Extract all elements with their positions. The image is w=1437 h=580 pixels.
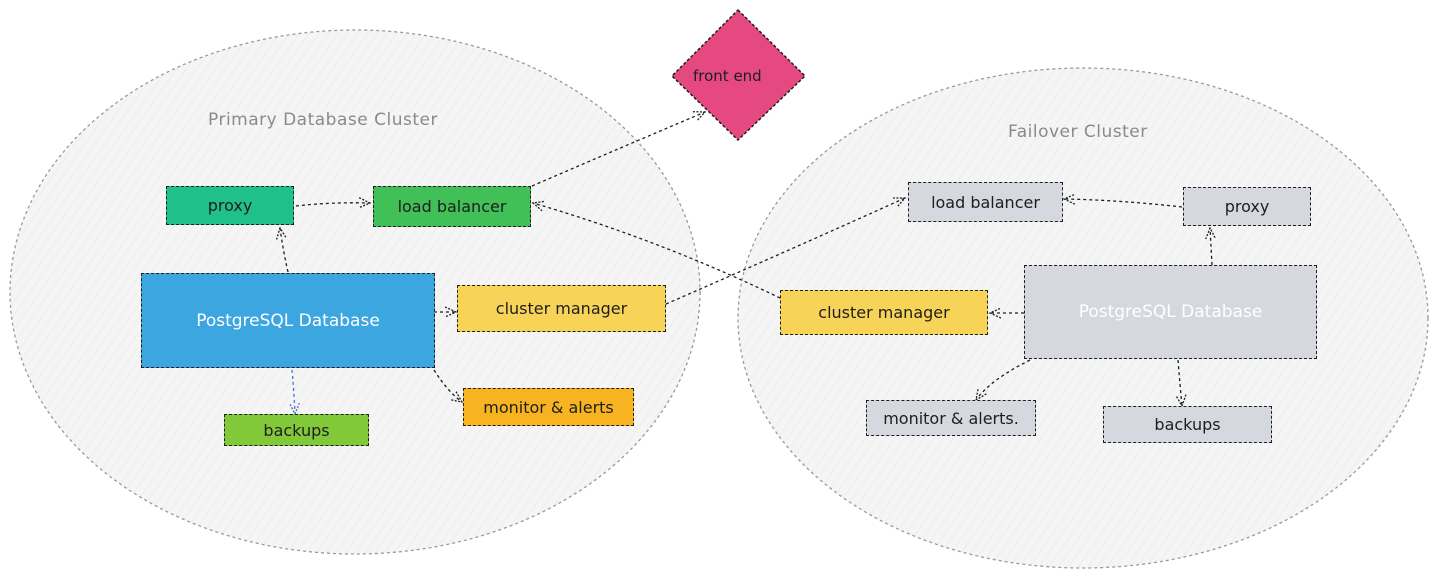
edge-failover-db-to-proxy [1210,228,1212,266]
primary-database-label: PostgreSQL Database [196,310,380,331]
failover-backups-label: backups [1154,415,1221,434]
primary-cluster-manager-box[interactable]: cluster manager [457,285,666,332]
edge-proxy-to-loadbalancer [295,203,370,206]
edge-failover-cluster-manager-to-primary-lb [533,203,781,299]
primary-backups-box[interactable]: backups [224,414,369,446]
primary-database-box[interactable]: PostgreSQL Database [141,273,435,368]
edge-primary-cluster-manager-to-failover-lb [665,198,905,305]
primary-load-balancer-box[interactable]: load balancer [373,186,531,227]
failover-cluster-manager-label: cluster manager [818,303,950,322]
primary-monitor-label: monitor & alerts [483,397,614,417]
primary-proxy-label: proxy [207,196,253,215]
failover-monitor-box[interactable]: monitor & alerts. [866,400,1036,436]
primary-cluster-title: Primary Database Cluster [208,110,438,130]
edge-failover-db-to-monitor [976,359,1031,400]
failover-backups-box[interactable]: backups [1103,406,1272,443]
failover-proxy-box[interactable]: proxy [1183,187,1311,226]
failover-database-label: PostgreSQL Database [1078,302,1263,322]
failover-cluster-title: Failover Cluster [1008,122,1148,142]
failover-cluster-manager-box[interactable]: cluster manager [780,290,988,335]
failover-monitor-label: monitor & alerts. [883,408,1019,428]
failover-load-balancer-box[interactable]: load balancer [908,182,1063,222]
front-end-diamond[interactable] [670,8,807,142]
primary-monitor-box[interactable]: monitor & alerts [463,388,634,426]
primary-load-balancer-label: load balancer [397,197,507,216]
edge-failover-proxy-to-loadbalancer [1064,199,1183,208]
failover-load-balancer-label: load balancer [931,192,1040,212]
failover-proxy-label: proxy [1224,197,1270,216]
front-end-label: front end [693,67,762,85]
edge-failover-db-to-backups [1178,359,1182,406]
failover-database-box[interactable]: PostgreSQL Database [1024,265,1317,359]
primary-proxy-box[interactable]: proxy [166,186,294,225]
primary-cluster-manager-label: cluster manager [495,299,628,318]
primary-backups-label: backups [263,420,330,440]
